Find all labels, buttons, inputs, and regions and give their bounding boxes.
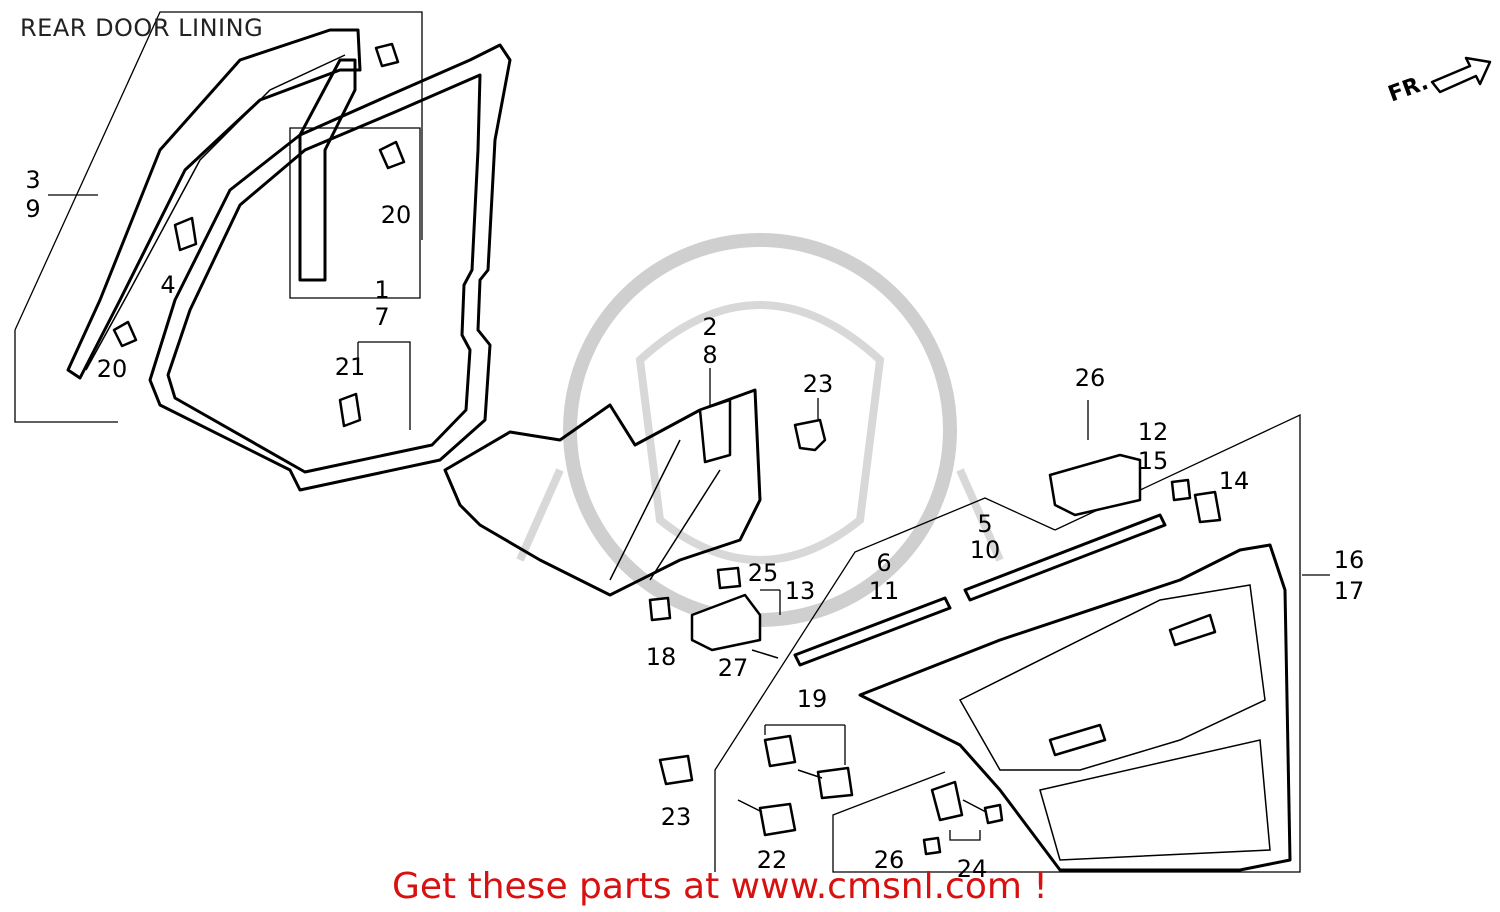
callout-label: 8 <box>702 341 718 369</box>
callout-label: 20 <box>96 355 128 383</box>
callout-label: 11 <box>868 577 900 605</box>
callout-label: 5 <box>977 510 993 538</box>
callout-label: 24 <box>956 855 988 883</box>
callout-label: 20 <box>380 201 412 229</box>
callout-label: 7 <box>374 303 390 331</box>
callout-label: 9 <box>25 195 41 223</box>
callout-label: 19 <box>796 685 828 713</box>
callout-label: 21 <box>334 353 366 381</box>
callout-label: 10 <box>969 536 1001 564</box>
callout-label: 23 <box>660 803 692 831</box>
callout-label: 6 <box>876 549 892 577</box>
callout-label: 17 <box>1333 577 1365 605</box>
callout-label: 23 <box>802 370 834 398</box>
callout-label: 4 <box>160 271 176 299</box>
callout-label: 27 <box>717 654 749 682</box>
callout-label: 15 <box>1137 447 1169 475</box>
callout-label: 2 <box>702 313 718 341</box>
callout-label: 14 <box>1218 467 1250 495</box>
callout-label: 3 <box>25 166 41 194</box>
callout-label: 18 <box>645 643 677 671</box>
footer-promo-text: Get these parts at www.cmsnl.com ! <box>392 866 1048 907</box>
callout-label: 1 <box>374 276 390 304</box>
callout-label: 26 <box>1074 364 1106 392</box>
callout-label: 12 <box>1137 418 1169 446</box>
callout-label: 22 <box>756 846 788 874</box>
callout-label: 16 <box>1333 546 1365 574</box>
callout-label: 26 <box>873 846 905 874</box>
callout-label: 13 <box>784 577 816 605</box>
callout-label: 25 <box>747 559 779 587</box>
diagram-title: REAR DOOR LINING <box>20 14 264 42</box>
